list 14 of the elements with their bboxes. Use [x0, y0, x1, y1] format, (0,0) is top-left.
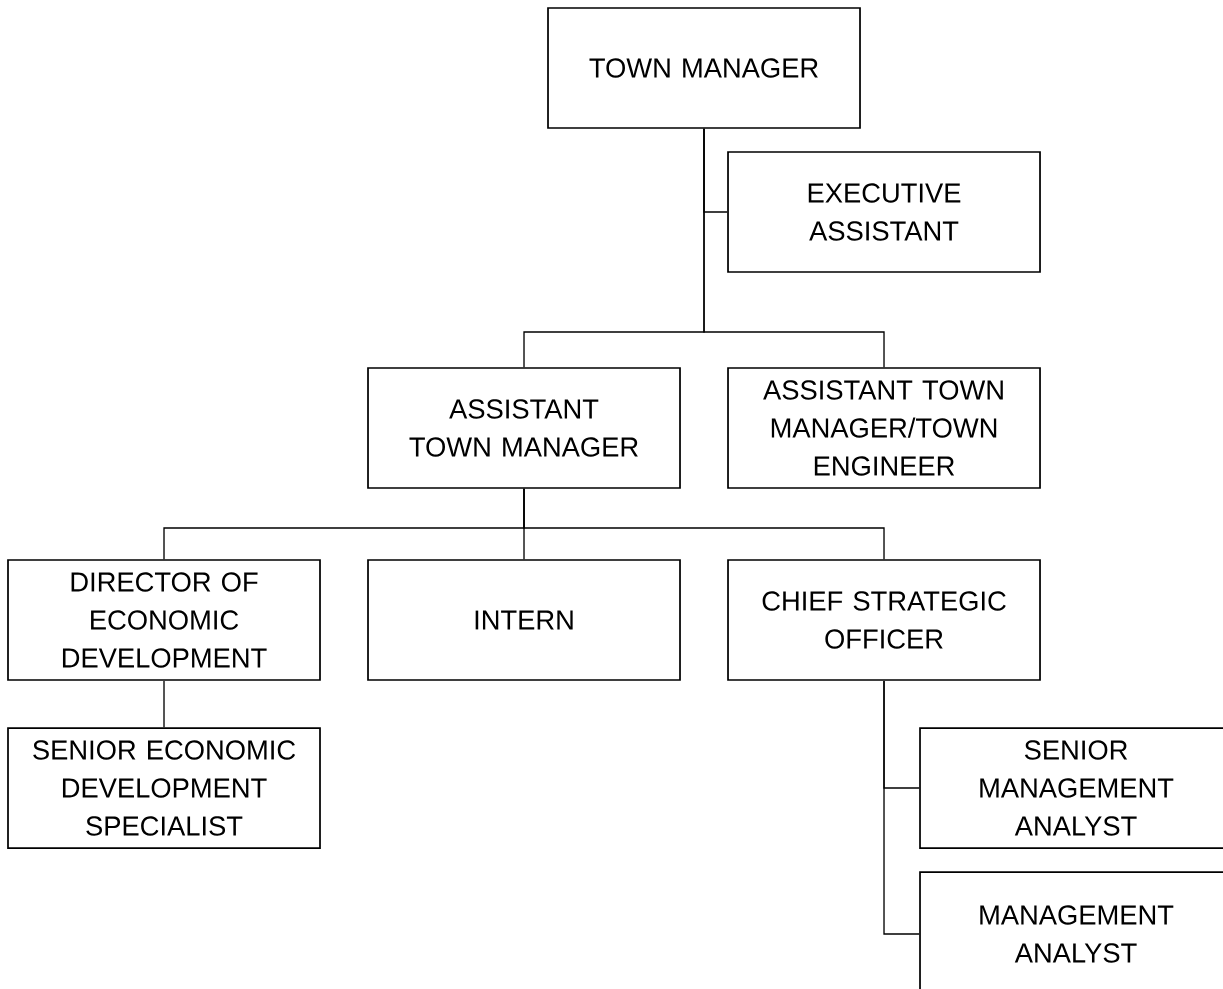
title-box: TOWN MANAGER — [547, 7, 861, 129]
title-box: MANAGEMENT ANALYST — [919, 871, 1223, 989]
title-box: ASSISTANT TOWN MANAGER/TOWN ENGINEER — [727, 367, 1041, 489]
connector-line — [523, 488, 885, 560]
connector-line — [163, 680, 165, 728]
title-box: DIRECTOR OF ECONOMIC DEVELOPMENT — [7, 559, 321, 681]
title-box: SENIOR ECONOMIC DEVELOPMENT SPECIALIST — [7, 727, 321, 849]
connector-line — [883, 680, 920, 935]
title-box: ASSISTANT TOWN MANAGER — [367, 367, 681, 489]
title-box: INTERN — [367, 559, 681, 681]
connector-line — [703, 128, 885, 368]
title-box: EXECUTIVE ASSISTANT — [727, 151, 1041, 273]
title-box: SENIOR MANAGEMENT ANALYST — [919, 727, 1223, 849]
title-box: CHIEF STRATEGIC OFFICER — [727, 559, 1041, 681]
